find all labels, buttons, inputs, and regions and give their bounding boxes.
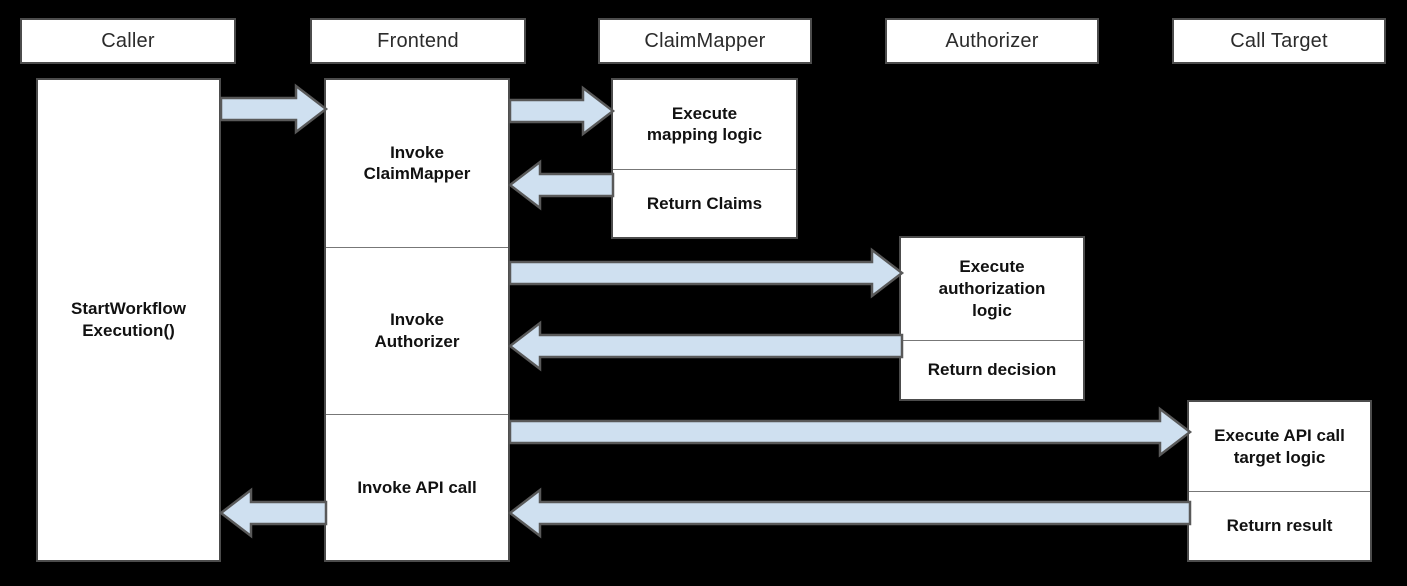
activation-return-result: Return result <box>1189 491 1370 560</box>
arrow-shape <box>508 406 1193 458</box>
msg-frontend-to-caller <box>218 487 328 539</box>
arrow-shape <box>508 247 905 299</box>
arrow-shape <box>507 487 1192 539</box>
msg-calltarget-to-frontend <box>507 487 1192 539</box>
activation-return-claims: Return Claims <box>613 168 796 237</box>
arrow-shape <box>219 83 329 135</box>
arrow-shape <box>508 85 616 137</box>
participant-calltarget: Call Target <box>1172 18 1386 64</box>
activation-return-decision: Return decision <box>901 339 1083 399</box>
arrow-shape <box>218 487 328 539</box>
msg-caller-to-frontend <box>219 83 329 135</box>
participant-caller: Caller <box>20 18 236 64</box>
msg-frontend-to-authorizer <box>508 247 905 299</box>
msg-authorizer-to-frontend <box>507 320 904 372</box>
participant-claimmapper: ClaimMapper <box>598 18 812 64</box>
activation-invoke-api-call: Invoke API call <box>326 414 508 560</box>
msg-frontend-to-calltarget <box>508 406 1193 458</box>
participant-frontend: Frontend <box>310 18 526 64</box>
msg-claimmapper-to-frontend <box>507 159 615 211</box>
arrow-shape <box>507 159 615 211</box>
arrow-shape <box>507 320 904 372</box>
msg-frontend-to-claimmapper <box>508 85 616 137</box>
participant-authorizer: Authorizer <box>885 18 1099 64</box>
